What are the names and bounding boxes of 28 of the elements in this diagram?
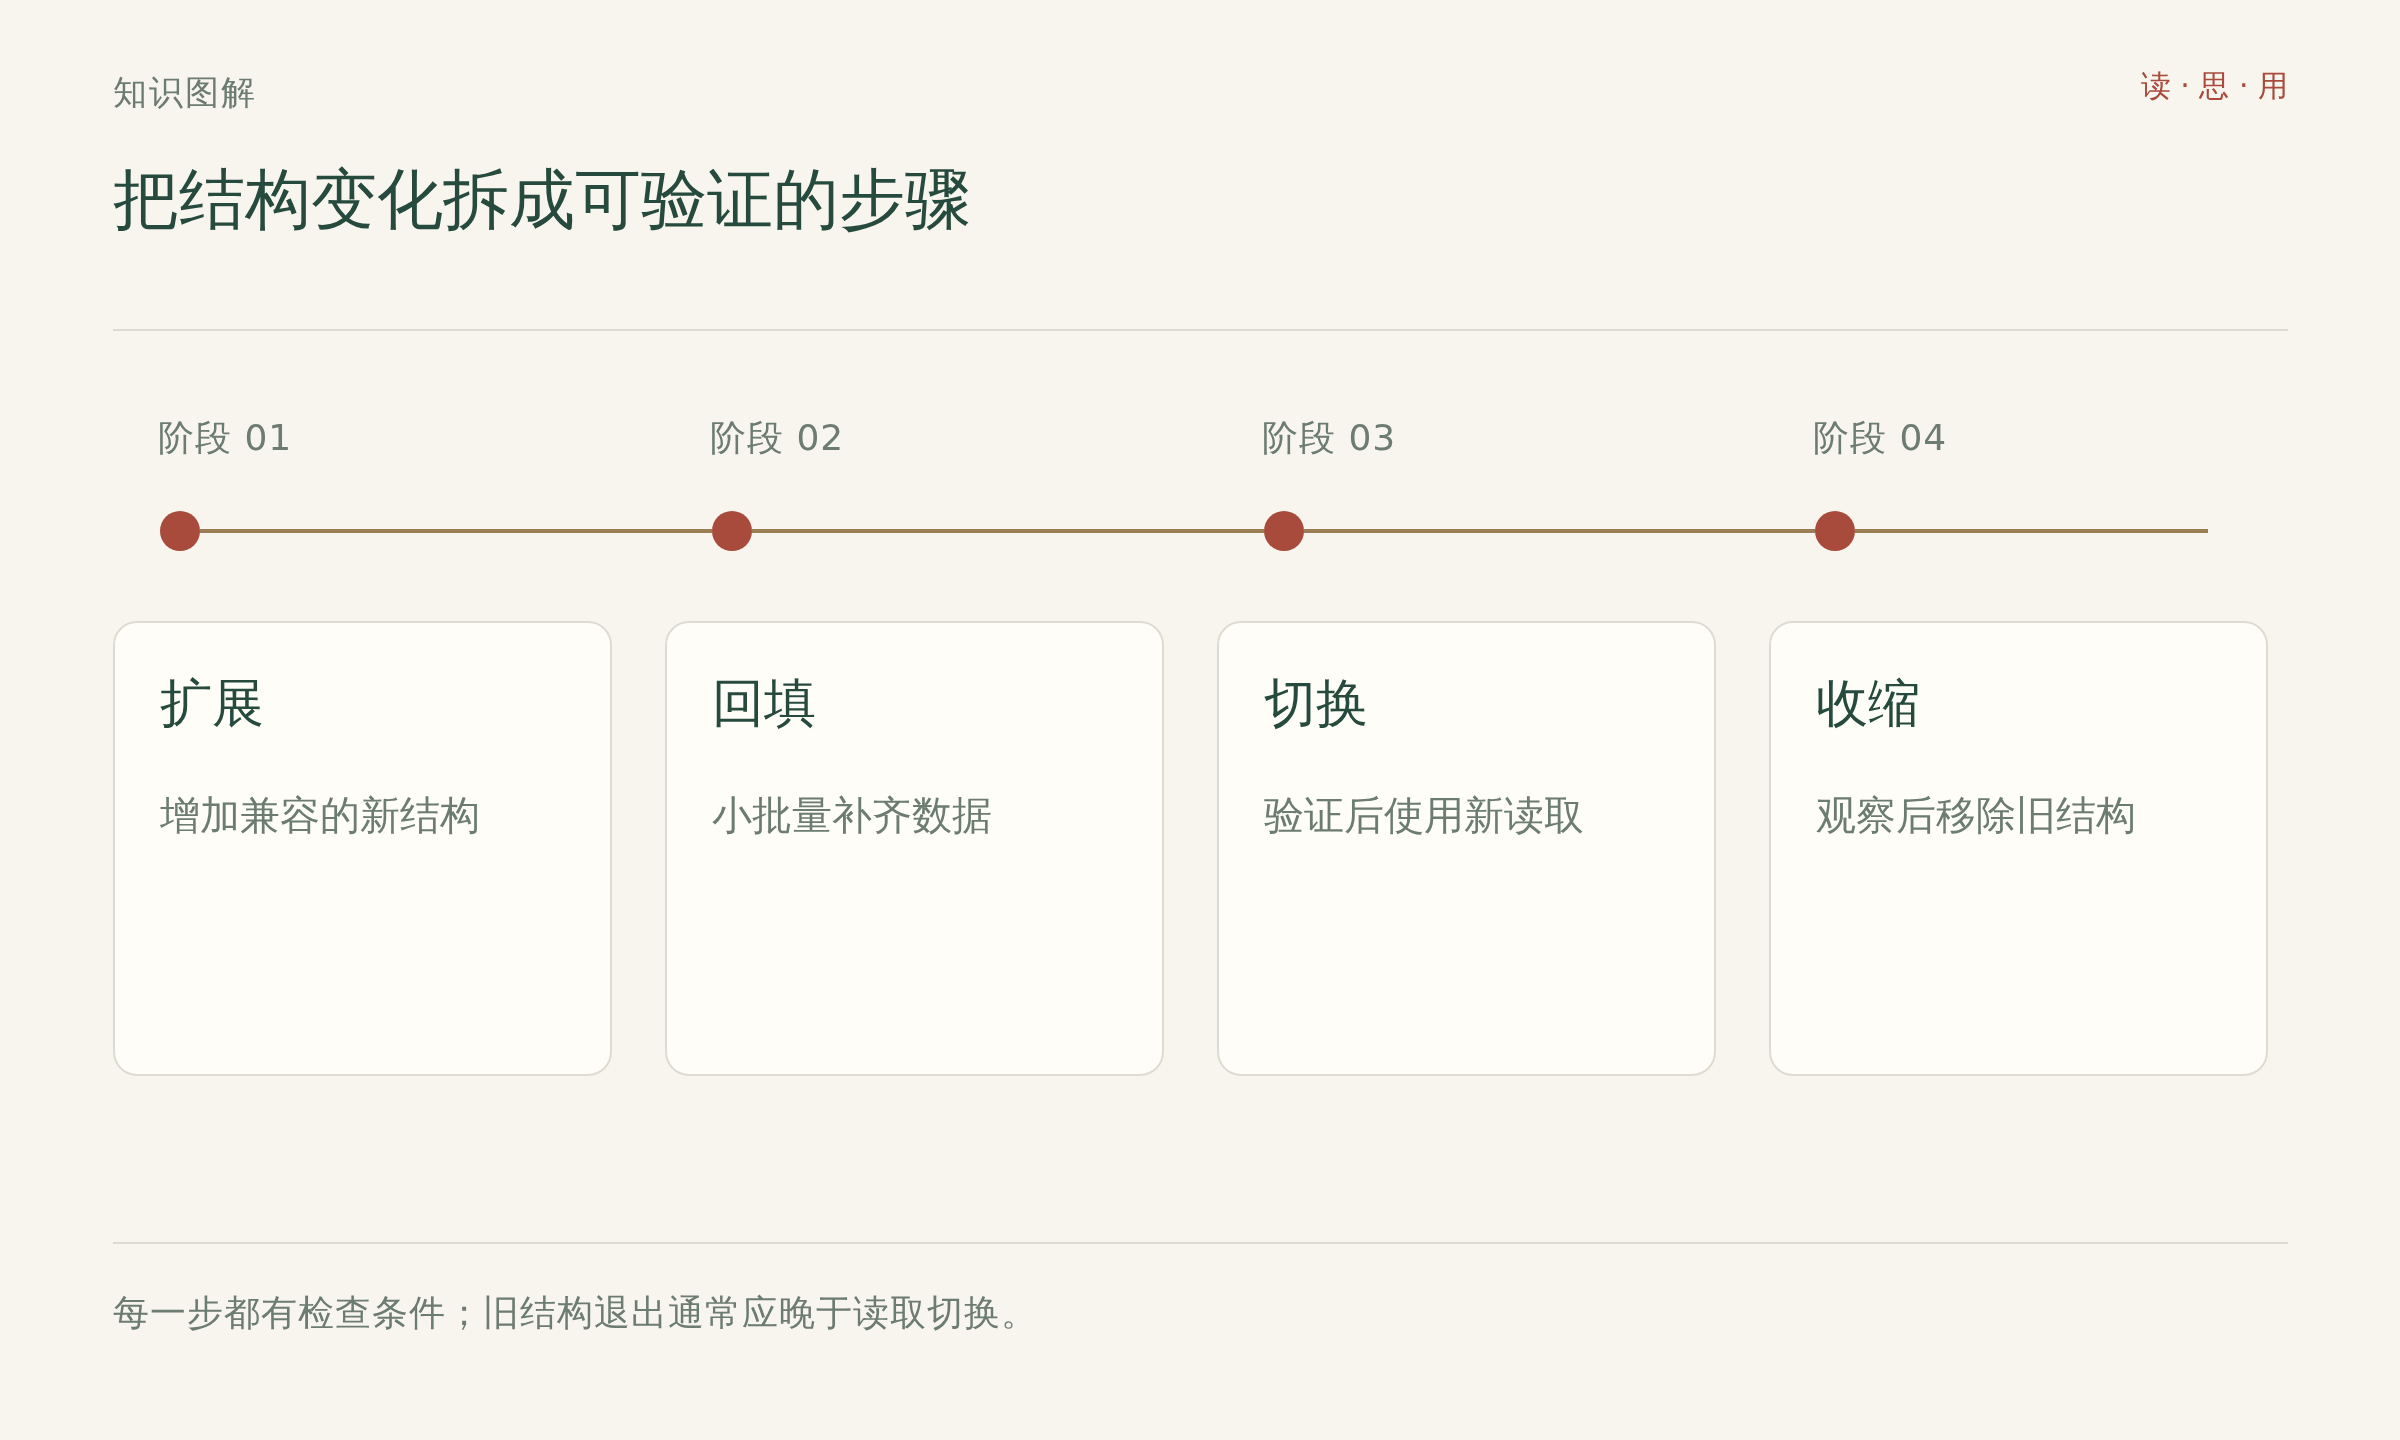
step-title: 切换 <box>1264 672 1368 734</box>
step-description: 增加兼容的新结构 <box>160 791 481 839</box>
step-card <box>1217 621 1716 1076</box>
stage-label: 阶段 04 <box>1813 416 1948 460</box>
timeline-dot <box>1264 511 1304 551</box>
step-card <box>665 621 1164 1076</box>
stage-label: 阶段 01 <box>158 416 293 460</box>
step-card <box>113 621 612 1076</box>
timeline-dot <box>712 511 752 551</box>
timeline-line <box>200 529 712 533</box>
step-title: 收缩 <box>1816 672 1920 734</box>
step-description: 小批量补齐数据 <box>712 791 993 839</box>
timeline-dot <box>160 511 200 551</box>
stage-label: 阶段 02 <box>710 416 845 460</box>
step-description: 观察后移除旧结构 <box>1816 791 2137 839</box>
step-card <box>1769 621 2268 1076</box>
tagline: 读 · 思 · 用 <box>2140 67 2288 105</box>
step-description: 验证后使用新读取 <box>1264 791 1585 839</box>
breadcrumb: 知识图解 <box>113 71 257 114</box>
timeline-line <box>752 529 1264 533</box>
stage-label: 阶段 03 <box>1262 416 1397 460</box>
footnote: 每一步都有检查条件；旧结构退出通常应晚于读取切换。 <box>113 1291 1038 1335</box>
step-title: 扩展 <box>160 672 264 734</box>
timeline-dot <box>1815 511 1855 551</box>
page-title: 把结构变化拆成可验证的步骤 <box>113 160 971 240</box>
timeline-line <box>1855 529 2208 533</box>
timeline-line <box>1304 529 1815 533</box>
step-title: 回填 <box>712 672 816 734</box>
